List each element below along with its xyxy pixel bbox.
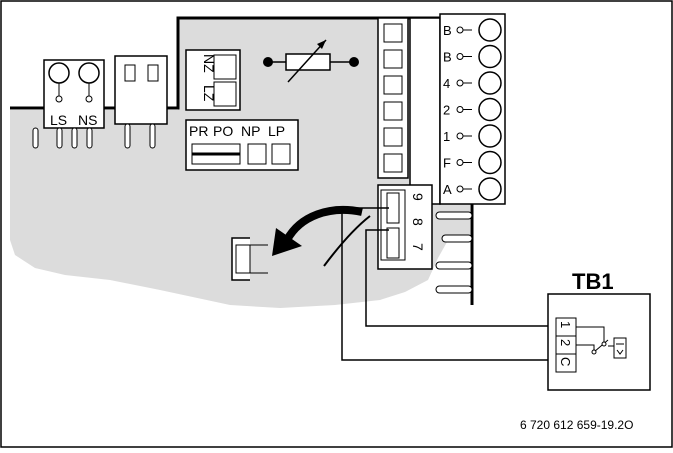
tb1-title: TB1 [572, 269, 614, 294]
thermostat-switch-icon [576, 326, 627, 359]
plug-pin-9: 9 [410, 193, 426, 201]
nz-lz-connector: NZ LZ [185, 49, 241, 111]
board-slots [435, 211, 473, 294]
ns-label: NS [78, 112, 97, 128]
terminal-strip-row: A [443, 177, 502, 201]
detached-plug [231, 237, 268, 281]
terminal-strip-row: 1 [443, 124, 502, 148]
po-label: PO [213, 123, 233, 139]
plug-pin-8: 8 [410, 218, 426, 226]
ls-ns-connector: LS NS [32, 59, 105, 149]
terminal-strip-row: B [443, 18, 502, 42]
lp-label: LP [268, 123, 285, 139]
remove-plug-arrow-icon [272, 205, 371, 267]
terminal-strip-label: 4 [443, 76, 450, 91]
terminal-screw-icon [478, 124, 502, 148]
terminal-screw-icon [478, 18, 502, 42]
figure-reference: 6 720 612 659-19.2O [520, 418, 633, 432]
terminal-strip-label: B [443, 23, 452, 38]
lz-label: LZ [201, 85, 217, 102]
terminal-strip-label: A [443, 182, 452, 197]
tb1-terminal-2: 2 [558, 339, 573, 346]
tb1-terminal-c: C [558, 357, 573, 366]
two-pin-plug [114, 55, 168, 149]
variable-resistor-icon [263, 39, 359, 83]
terminal-strip-label: B [443, 50, 452, 65]
terminal-screw-icon [478, 44, 502, 69]
pr-po-np-lp-connector: PR PO NP LP [185, 119, 299, 171]
wires [341, 207, 556, 361]
terminal-strip-row: B [443, 44, 502, 69]
terminal-strip-label: F [443, 156, 451, 171]
tb1-block: TB1 1 2 C [547, 269, 651, 391]
terminal-screw-icon [478, 97, 502, 122]
terminal-strip-row: F [443, 150, 502, 175]
multi-pin-connector [377, 17, 409, 179]
nz-label: NZ [201, 54, 217, 73]
plug-pin-7: 7 [410, 243, 426, 251]
pr-label: PR [189, 123, 208, 139]
terminal-screw-icon [478, 150, 502, 175]
plug-9-8-7: 9 8 7 [377, 184, 433, 270]
terminal-strip: BB 4 2 1FA [409, 13, 506, 205]
tb1-terminal-1: 1 [558, 321, 573, 328]
terminal-screw-icon [478, 71, 502, 95]
terminal-strip-label: 1 [443, 129, 450, 144]
ls-label: LS [50, 112, 67, 128]
terminal-strip-label: 2 [443, 103, 450, 118]
terminal-strip-row: 2 [443, 97, 502, 122]
terminal-screw-icon [478, 177, 502, 201]
terminal-strip-row: 4 [443, 71, 502, 95]
np-label: NP [241, 123, 260, 139]
